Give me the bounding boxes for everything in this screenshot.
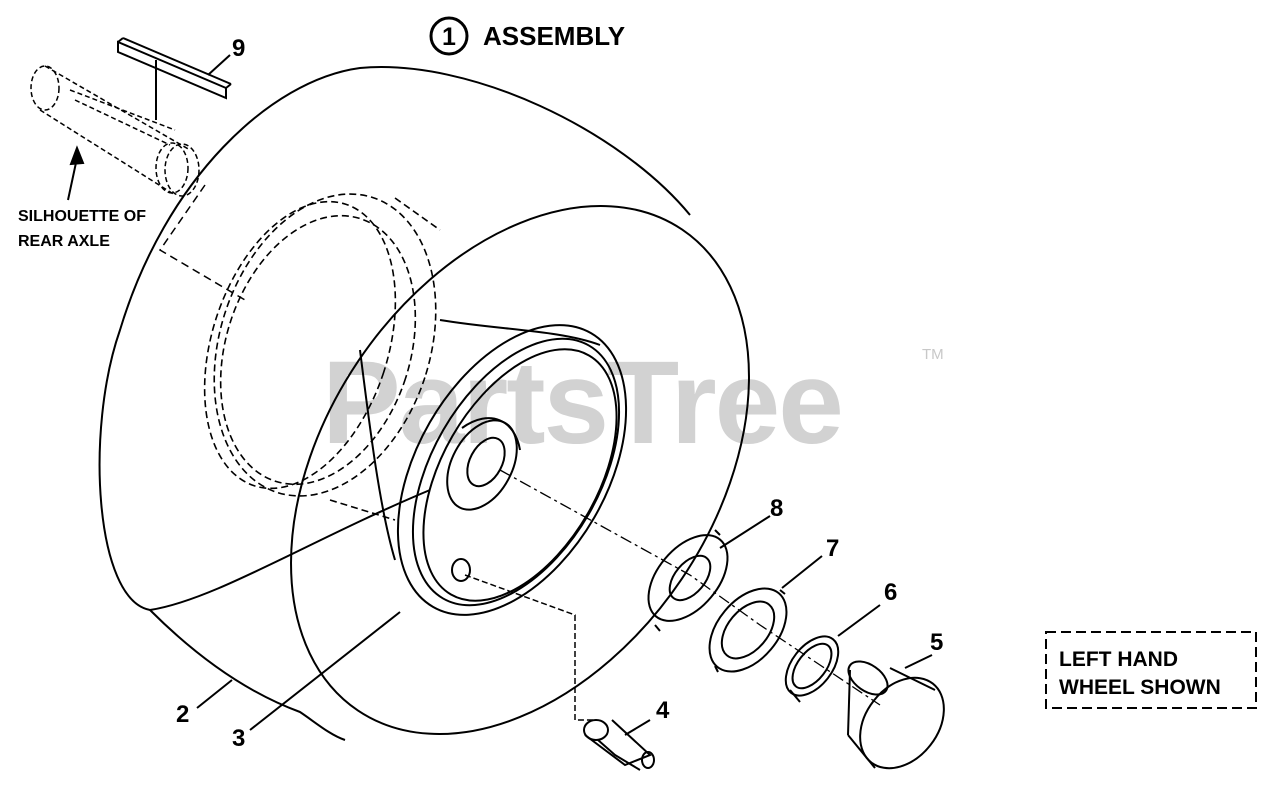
bushing-5 bbox=[847, 660, 945, 770]
title-ref-number: 1 bbox=[442, 23, 456, 51]
axle-leader bbox=[158, 184, 246, 301]
rim-back-hidden bbox=[203, 193, 441, 521]
callout-numbers: 2 3 4 5 6 7 8 9 bbox=[176, 35, 943, 752]
washer-8 bbox=[647, 529, 729, 632]
rear-axle-silhouette bbox=[30, 65, 200, 197]
callout-7: 7 bbox=[826, 535, 839, 562]
note-line1: LEFT HAND bbox=[1059, 648, 1178, 671]
title-ref-circle bbox=[429, 16, 469, 56]
callout-8: 8 bbox=[770, 495, 783, 522]
rim bbox=[359, 319, 628, 616]
key bbox=[117, 37, 232, 120]
callout-6: 6 bbox=[884, 579, 897, 606]
watermark: PartsTree bbox=[322, 337, 842, 469]
note-box: LEFT HAND WHEEL SHOWN bbox=[1045, 631, 1257, 709]
callout-9: 9 bbox=[232, 35, 245, 62]
callout-2: 2 bbox=[176, 701, 189, 728]
axle-label: SILHOUETTE OF REAR AXLE bbox=[18, 208, 146, 250]
callout-3: 3 bbox=[232, 725, 245, 752]
callout-5: 5 bbox=[930, 629, 943, 656]
valve-stem-4 bbox=[464, 574, 655, 771]
tire bbox=[98, 66, 750, 741]
axle-label-line2: REAR AXLE bbox=[18, 233, 110, 250]
axle-arrow bbox=[67, 145, 85, 201]
assembly-axis bbox=[499, 469, 881, 706]
leader-lines bbox=[196, 54, 933, 736]
page-title: ASSEMBLY bbox=[483, 21, 625, 51]
axle-label-line1: SILHOUETTE OF bbox=[18, 208, 146, 225]
title-group: 1 ASSEMBLY bbox=[429, 16, 625, 56]
note-line2: WHEEL SHOWN bbox=[1059, 676, 1221, 699]
note-box-border bbox=[1045, 631, 1257, 709]
washer-7 bbox=[708, 587, 788, 673]
callout-4: 4 bbox=[656, 697, 670, 724]
trademark-mark: TM bbox=[922, 346, 944, 363]
retaining-ring-6 bbox=[784, 635, 840, 703]
